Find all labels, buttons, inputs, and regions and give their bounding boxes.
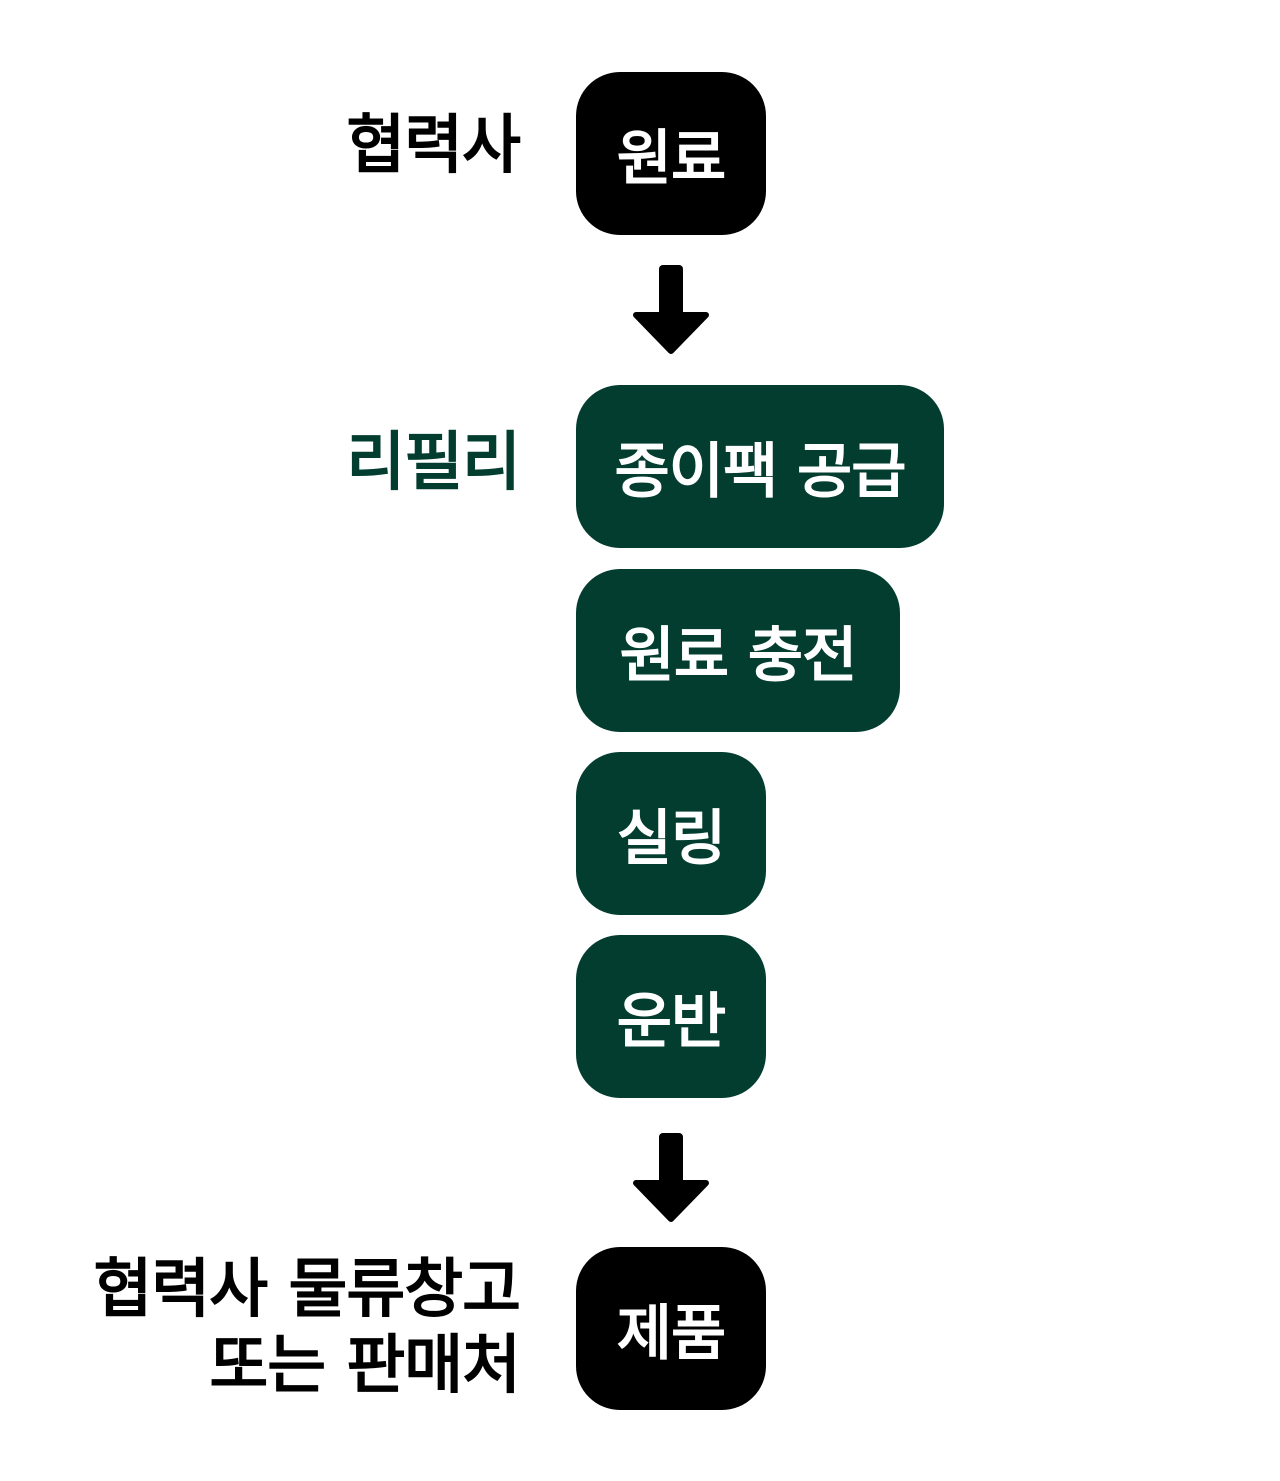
stage-label-destination-line-1: 협력사 물류창고 bbox=[93, 1253, 521, 1327]
flow-box-transport-text: 운반 bbox=[616, 987, 726, 1057]
flow-box-filling-text: 원료 충전 bbox=[619, 621, 858, 691]
flow-box-transport: 운반 bbox=[576, 935, 766, 1098]
stage-label-destination-line-2: 또는 판매처 bbox=[209, 1329, 521, 1403]
flow-box-sealing: 실링 bbox=[576, 752, 766, 915]
stage-label-refilly-text: 리필리 bbox=[346, 426, 521, 500]
flow-box-product: 제품 bbox=[576, 1247, 766, 1410]
stage-label-refilly: 리필리 bbox=[346, 425, 521, 501]
flow-box-raw-material-text: 원료 bbox=[616, 124, 726, 194]
flow-box-raw-material: 원료 bbox=[576, 72, 766, 235]
flow-box-paperpack-supply-text: 종이팩 공급 bbox=[614, 437, 907, 507]
arrow-down-icon bbox=[633, 265, 709, 354]
stage-label-destination: 협력사 물류창고 또는 판매처 bbox=[93, 1252, 521, 1404]
stage-label-partner-text: 협력사 bbox=[346, 109, 521, 183]
flow-box-product-text: 제품 bbox=[616, 1299, 726, 1369]
arrow-down-icon bbox=[633, 1133, 709, 1222]
flow-box-sealing-text: 실링 bbox=[616, 804, 726, 874]
flow-box-filling: 원료 충전 bbox=[576, 569, 900, 732]
stage-label-partner: 협력사 bbox=[346, 108, 521, 184]
flow-box-paperpack-supply: 종이팩 공급 bbox=[576, 385, 944, 548]
